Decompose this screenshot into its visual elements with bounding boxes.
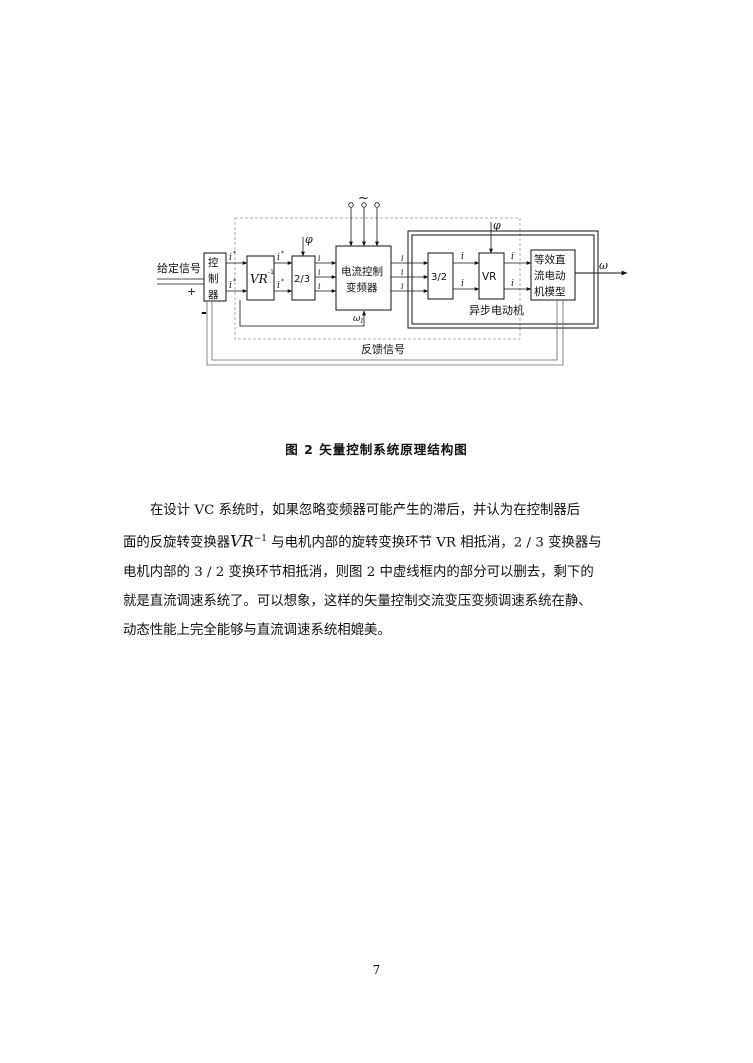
omega1-sub: 1 (360, 318, 364, 325)
paragraph-line-5: 动态性能上完全能够与直流调速系统相媲美。 (123, 623, 391, 639)
label-i-alpha: i (461, 252, 464, 262)
label-i-alpha-star-sup: * (281, 250, 284, 257)
body-paragraph: 在设计 VC 系统时，如果忽略变频器可能产生的滞后，并认为在控制器后 面的反旋转… (123, 496, 653, 645)
paragraph-line-3: 电机内部的 3 / 2 变换环节相抵消，则图 2 中虚线框内的部分可以删去，剩下… (123, 564, 594, 580)
paragraph-line-1: 在设计 VC 系统时，如果忽略变频器可能产生的滞后，并认为在控制器后 (150, 503, 581, 518)
dc-model-label-2: 流电动 (534, 269, 566, 282)
paragraph-line-4: 就是直流调速系统了。可以想象，这样的矢量控制交流变压变频调速系统在静、 (123, 594, 592, 610)
vr-label: VR (482, 271, 496, 283)
plus-sign: + (187, 285, 196, 298)
figure-caption: 图 2 矢量控制系统原理结构图 (285, 442, 468, 457)
label-i-b-star: i (318, 268, 321, 277)
ac-terminal-1 (348, 202, 354, 208)
minus-sign: - (201, 305, 207, 321)
label-i-t1-star-sup: * (233, 278, 236, 285)
label-i-b: i (401, 268, 404, 277)
inverter-label-1: 电流控制 (341, 265, 383, 278)
conv-23-block (291, 255, 316, 301)
inverter-label-2: 变频器 (346, 281, 378, 294)
conv-32-label: 3/2 (431, 272, 447, 283)
dc-model-label-1: 等效直 (534, 253, 566, 266)
paragraph-line-2-post: 与电机内部的旋转变换环节 VR 相抵消，2 / 3 变换器与 (267, 535, 602, 551)
dashed-frame (234, 217, 521, 340)
dc-model-label-3: 机模型 (534, 285, 566, 298)
label-i-c-star: i (318, 282, 321, 291)
ac-source-symbol: ~ (358, 191, 369, 206)
page-number: 7 (372, 963, 381, 977)
label-i-alpha-star: i (277, 253, 280, 263)
async-motor-outer-frame (407, 230, 599, 329)
dc-model-block (530, 249, 576, 301)
omega1-feedback-line (239, 300, 366, 327)
label-i-c: i (401, 282, 404, 291)
vector-control-block-diagram: 给定信号 + - 控 制 器 i * i * VR -1 i * i * φ 2… (157, 191, 628, 366)
label-i-t: i (511, 252, 514, 262)
vr-block (478, 252, 505, 300)
label-i-beta-star: i (277, 281, 280, 291)
label-i-a: i (401, 254, 404, 263)
paragraph-line-2: 面的反旋转变换器VR−1 与电机内部的旋转变换环节 VR 相抵消，2 / 3 变… (123, 525, 653, 558)
paragraph-vr-sup: −1 (253, 534, 268, 545)
label-i-beta-star-sup: * (281, 278, 284, 285)
controller-label-3: 器 (208, 289, 219, 301)
async-motor-label: 异步电动机 (469, 303, 524, 317)
feedback-label: 反馈信号 (361, 343, 405, 356)
phi-label-1: φ (305, 233, 313, 246)
phi-label-2: φ (493, 219, 501, 232)
label-i-a-star: i (318, 254, 321, 263)
paragraph-vr-symbol: VR (230, 531, 254, 551)
label-i-m1-star-sup: * (233, 250, 236, 257)
ac-terminal-2 (361, 202, 367, 208)
conv-23-label: 2/3 (294, 274, 310, 285)
label-i-m1-star: i (229, 253, 232, 263)
label-i-beta: i (461, 279, 464, 289)
label-i-m: i (511, 279, 514, 289)
inverter-block (335, 245, 392, 311)
feedback-line-outer (206, 300, 564, 366)
omega1-label: ω (353, 314, 361, 324)
omega-output-label: ω (599, 259, 608, 272)
vr-inverse-label: VR (250, 272, 268, 286)
feedback-line-inner (211, 300, 558, 361)
controller-label-1: 控 (208, 256, 219, 269)
label-i-t1-star: i (229, 281, 232, 291)
controller-block (203, 252, 227, 302)
paragraph-line-2-pre: 面的反旋转变换器 (123, 535, 231, 551)
conv-32-block (427, 252, 454, 300)
controller-label-2: 制 (208, 272, 219, 285)
input-signal-label: 给定信号 (157, 261, 201, 275)
async-motor-inner-frame (411, 234, 595, 325)
vr-inverse-sup: -1 (268, 269, 274, 276)
vr-inverse-block (246, 255, 275, 301)
ac-terminal-3 (374, 202, 380, 208)
